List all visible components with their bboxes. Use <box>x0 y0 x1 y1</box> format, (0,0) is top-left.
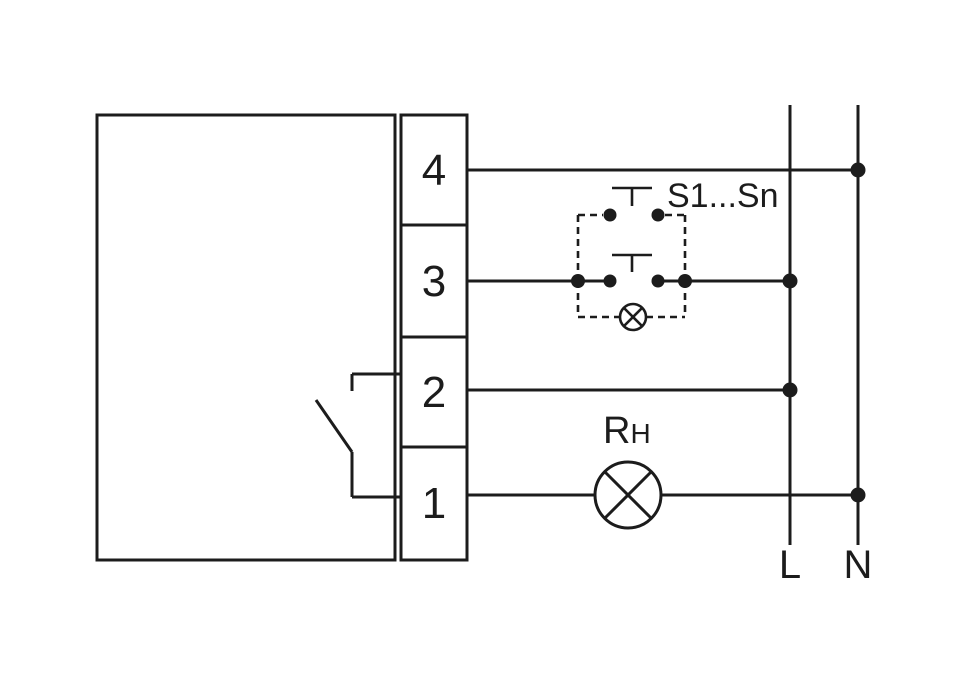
contact-blade <box>314 399 354 453</box>
terminal-number-1: 1 <box>422 479 446 528</box>
device-body <box>95 113 397 562</box>
junction-dot-l-wire2 <box>782 382 798 398</box>
wires <box>467 168 858 497</box>
junction-dots <box>782 162 866 503</box>
junction-dot-l-wire3 <box>782 273 798 289</box>
terminal-number-4: 4 <box>422 146 446 195</box>
terminal-block: 4 3 2 1 <box>399 113 469 562</box>
load-lamp-icon: RH <box>593 410 663 530</box>
terminal-number-2: 2 <box>422 368 446 417</box>
load-lamp-x2 <box>603 470 653 520</box>
label-pushbuttons: S1...Sn <box>667 177 779 215</box>
terminal-box-1 <box>399 445 469 562</box>
junction-dot-n-wire4 <box>850 162 866 178</box>
supply-lines: L N <box>779 105 873 587</box>
label-load: RH <box>603 410 651 452</box>
label-load-main: R <box>603 410 630 452</box>
label-line: L <box>779 543 801 587</box>
relay-contact-icon <box>314 372 401 499</box>
dashed-branch <box>571 213 692 332</box>
load-lamp-circle <box>593 460 663 530</box>
pushbutton-top-contact-left <box>603 208 617 222</box>
label-neutral: N <box>844 543 873 587</box>
junction-dot-branch-left <box>571 274 585 288</box>
indicator-lamp-icon <box>618 302 648 332</box>
pushbutton-mid <box>603 253 665 288</box>
terminal-number-3: 3 <box>422 257 446 306</box>
junction-dot-branch-right <box>678 274 692 288</box>
label-load-sub: H <box>630 418 650 449</box>
indicator-lamp-x2 <box>623 307 643 327</box>
pushbutton-mid-contact-left <box>603 274 617 288</box>
pushbutton-mid-contact-right <box>651 274 665 288</box>
junction-dot-n-wire1 <box>850 487 866 503</box>
pushbutton-top: S1...Sn <box>603 177 779 222</box>
indicator-lamp-circle <box>618 302 648 332</box>
pushbutton-top-contact-right <box>651 208 665 222</box>
